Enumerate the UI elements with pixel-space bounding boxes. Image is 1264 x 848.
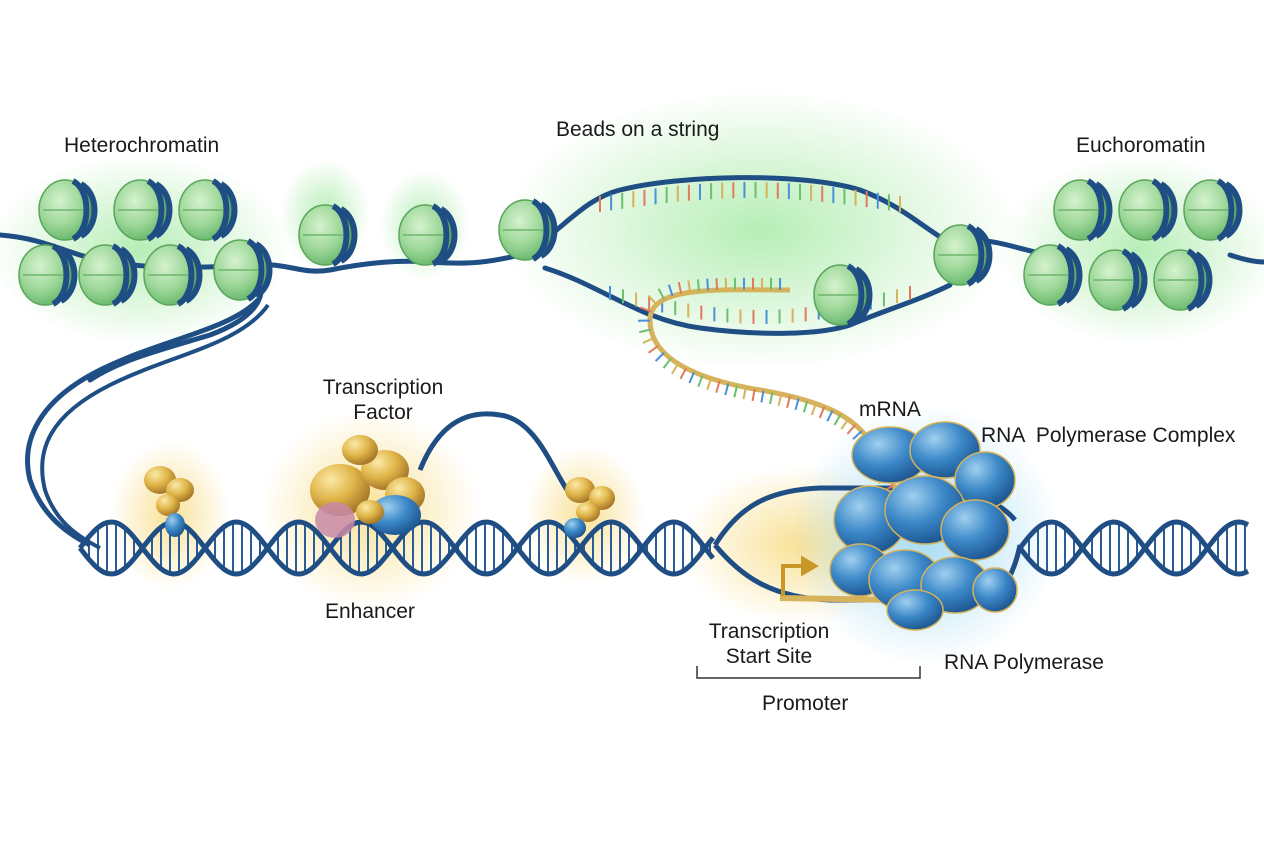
descending-helix-strand <box>40 303 270 550</box>
nucleosome <box>813 263 873 327</box>
enhancer-loop-dna <box>417 411 577 502</box>
promoter-label: Promoter <box>762 692 849 715</box>
nucleosome <box>1118 178 1178 242</box>
nucleosome <box>398 203 458 267</box>
nucleosome <box>113 178 173 242</box>
open-loop-rungs <box>599 182 911 324</box>
nucleosome <box>1053 178 1113 242</box>
nucleosome <box>498 198 558 262</box>
nucleosome <box>1153 248 1213 312</box>
nucleosome <box>78 243 138 307</box>
dna-double-helix <box>25 298 1250 577</box>
nucleosome <box>1183 178 1243 242</box>
nucleosome <box>38 178 98 242</box>
enhancer-label: Enhancer <box>325 600 415 623</box>
transcription-factor-right <box>564 477 615 538</box>
rna-polymerase-complex-label: RNA Polymerase Complex <box>981 424 1236 447</box>
nucleosome <box>1088 248 1148 312</box>
nucleosome <box>1023 243 1083 307</box>
nucleosome <box>933 223 993 287</box>
mrna-label: mRNA <box>859 398 921 421</box>
transcription-start-arrow-icon <box>781 555 819 596</box>
heterochromatin-nucleosomes <box>18 178 273 307</box>
euchromatin-nucleosomes <box>1023 178 1243 312</box>
transcription-start-site-label: Transcription Start Site <box>708 620 830 668</box>
beads-nucleosomes <box>298 198 993 327</box>
nucleosome <box>178 178 238 242</box>
transcription-factor-left <box>144 466 194 537</box>
beads-on-a-string-label: Beads on a string <box>556 118 720 141</box>
nucleosome <box>18 243 78 307</box>
promoter-bracket <box>696 666 921 679</box>
heterochromatin-label: Heterochromatin <box>64 134 220 157</box>
rna-polymerase-complex <box>829 421 1018 631</box>
nucleosome <box>143 243 203 307</box>
transcription-factor-center <box>310 435 425 538</box>
glow-layer <box>0 90 1264 665</box>
rna-polymerase-label: RNA Polymerase <box>944 651 1104 674</box>
nucleosome <box>213 238 273 302</box>
nucleosome <box>298 203 358 267</box>
transcription-factor-label: Transcription Factor <box>322 376 444 424</box>
descending-helix-strand <box>25 298 260 548</box>
euchromatin-label: Euchoromatin <box>1076 134 1206 157</box>
